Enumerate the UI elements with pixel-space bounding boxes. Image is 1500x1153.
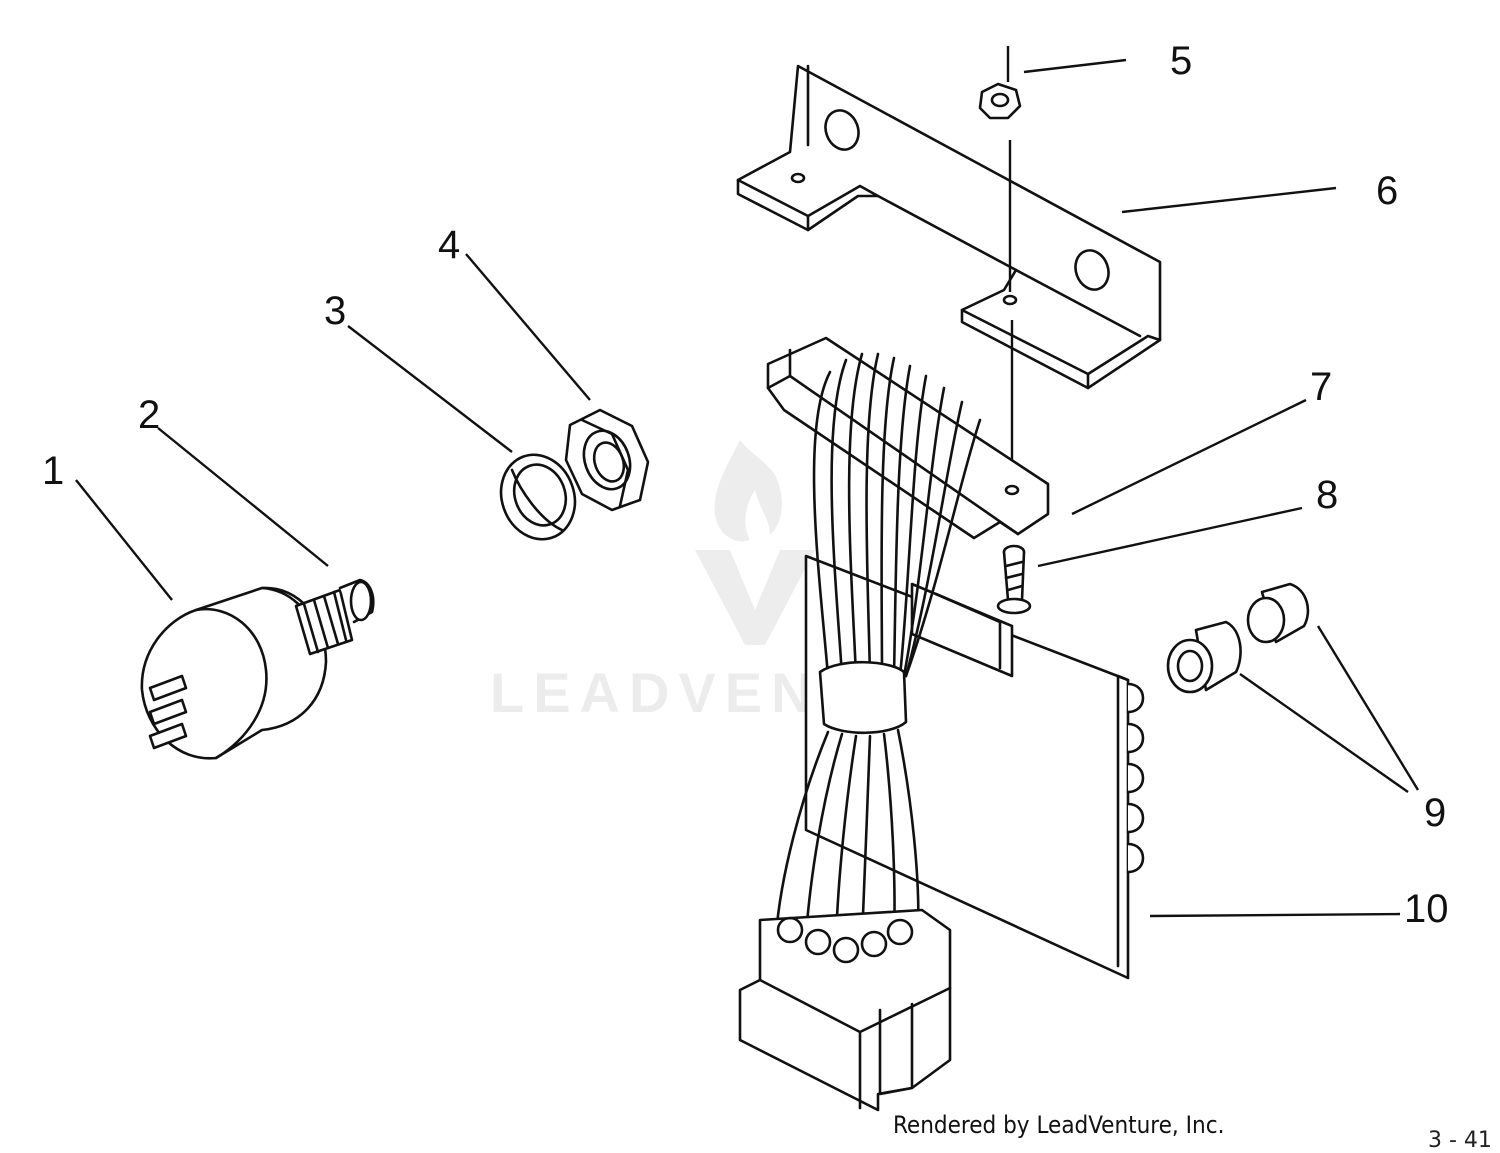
leader-6	[1121, 186, 1337, 214]
callout-3: 3	[324, 289, 346, 333]
leader-lines	[75, 58, 1420, 918]
leader-2	[157, 427, 329, 567]
part-1-switch	[140, 578, 375, 760]
leader-9b	[1316, 625, 1420, 791]
part-10-harness-board	[738, 336, 1145, 1112]
part-5-nut	[978, 46, 1022, 480]
part-6-bracket	[736, 64, 1162, 390]
leader-3	[347, 325, 513, 453]
leader-1	[75, 479, 173, 601]
rendered-by-credit: Rendered by LeadVenture, Inc.	[893, 1111, 1225, 1139]
callout-8: 8	[1316, 473, 1338, 517]
leader-8	[1037, 506, 1303, 568]
callout-1: 1	[42, 449, 64, 493]
part-8-screw	[996, 544, 1032, 615]
leader-10	[1149, 912, 1401, 918]
callout-6: 6	[1376, 169, 1398, 213]
callout-2: 2	[138, 393, 160, 437]
callout-10: 10	[1404, 887, 1449, 931]
watermark-flame-icon	[714, 440, 782, 542]
part-4-hex-nut	[564, 408, 650, 512]
callouts: 1 2 3 4 5 6 7 8 9 10	[42, 39, 1449, 931]
watermark-v-icon	[695, 550, 815, 645]
part-9-caps	[1166, 582, 1310, 694]
callout-4: 4	[438, 223, 460, 267]
leader-5	[1023, 58, 1127, 74]
callout-5: 5	[1170, 39, 1192, 83]
corner-figure-mark: 3 - 41	[1428, 1128, 1492, 1153]
part-3-washer	[499, 453, 577, 541]
callout-9: 9	[1424, 791, 1446, 835]
leader-9a	[1239, 673, 1409, 793]
leader-4	[465, 253, 591, 401]
callout-7: 7	[1310, 365, 1332, 409]
leader-7	[1071, 398, 1307, 516]
